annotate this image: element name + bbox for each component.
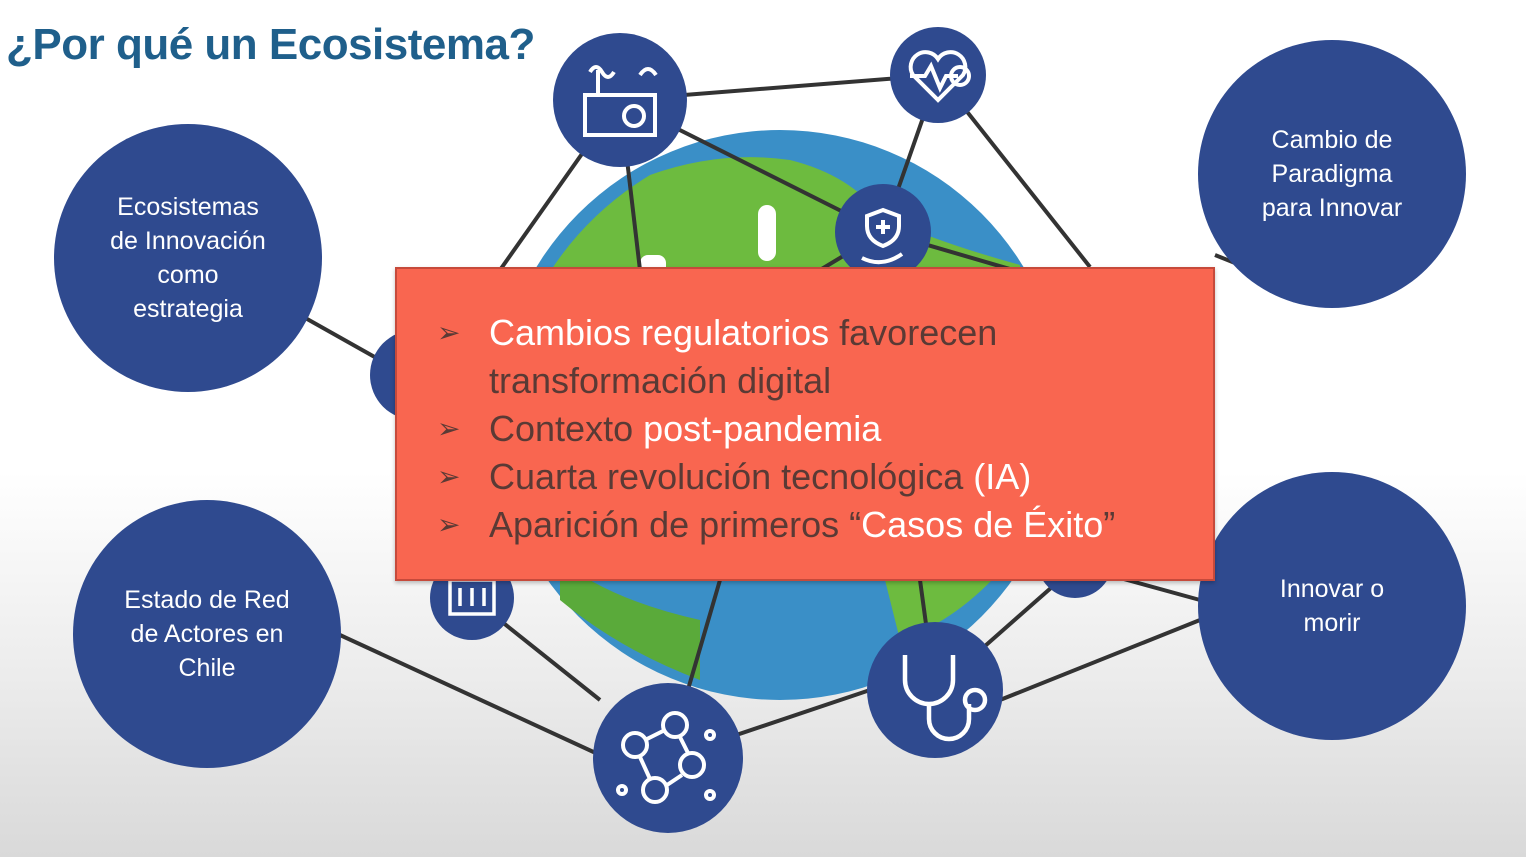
bullet-text: Cambios regulatorios favorecen transform… [489,309,1193,405]
shield-care-icon [835,184,931,280]
bullet-lead: Contexto [489,408,644,449]
node-cambio-paradigma: Cambio de Paradigma para Innovar [1198,40,1466,308]
bullet-item: ➢ Cambios regulatorios favorecen transfo… [437,309,1193,405]
bullet-text: Contexto post-pandemia [489,405,881,453]
bullet-rest: favorecen transformación digital [489,312,998,401]
bullet-highlight: Cambios regulatorios [489,312,830,353]
bullet-arrow-icon: ➢ [437,413,461,444]
bullet-lead: Aparición de primeros “ [489,504,862,545]
reasons-callout: ➢ Cambios regulatorios favorecen transfo… [395,267,1215,581]
bullet-item: ➢ Aparición de primeros “Casos de Éxito” [437,501,1193,549]
bullet-highlight: post-pandemia [643,408,882,449]
bullet-trail: ” [1103,504,1116,545]
bullet-arrow-icon: ➢ [437,509,461,540]
node-estado-red-actores: Estado de Red de Actores en Chile [73,500,341,768]
bullet-text: Cuarta revolución tecnológica (IA) [489,453,1031,501]
slide-title: ¿Por qué un Ecosistema? [6,20,535,69]
node-innovar-o-morir: Innovar o morir [1198,472,1466,740]
bullet-arrow-icon: ➢ [437,317,461,348]
factory-energy-icon [553,33,687,167]
people-network-icon [593,683,743,833]
bullet-highlight: (IA) [973,456,1032,497]
bullet-lead: Cuarta revolución tecnológica [489,456,974,497]
bullet-highlight: Casos de Éxito [861,504,1104,545]
bullet-text: Aparición de primeros “Casos de Éxito” [489,501,1115,549]
node-ecosistemas-innovacion: Ecosistemas de Innovación como estrategi… [54,124,322,392]
heart-health-icon [890,27,986,123]
bullet-item: ➢ Cuarta revolución tecnológica (IA) [437,453,1193,501]
bullet-item: ➢ Contexto post-pandemia [437,405,1193,453]
bullet-arrow-icon: ➢ [437,461,461,492]
stethoscope-icon [867,622,1003,758]
